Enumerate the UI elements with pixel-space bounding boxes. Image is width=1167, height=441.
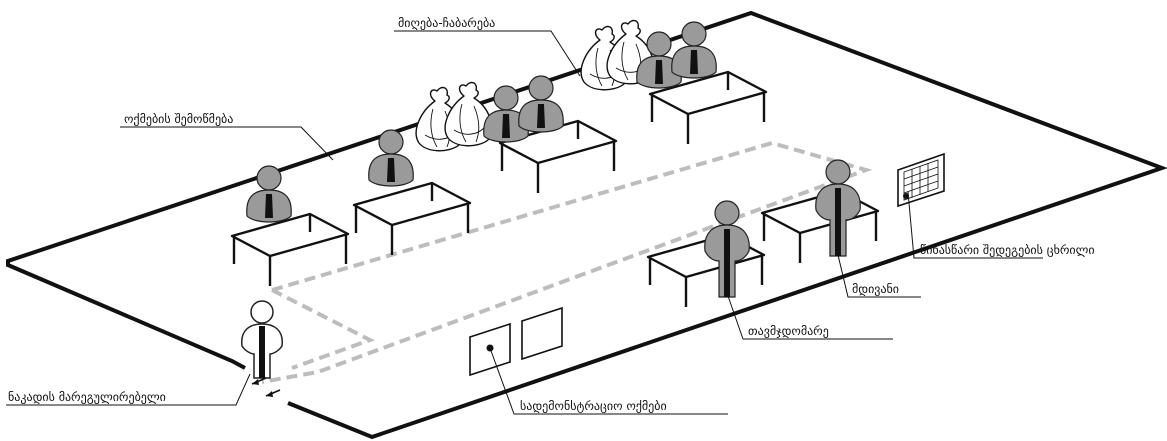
table-ballot-check <box>352 181 472 257</box>
member-back-left <box>246 165 292 223</box>
arrow-icon <box>251 377 281 397</box>
label-demo-protocols: სადემონსტრაციო ოქმები <box>520 399 667 413</box>
leader-demo-protocols <box>489 347 728 415</box>
member-issue-2 <box>671 21 717 79</box>
leader-ballot-check <box>120 126 334 161</box>
marker-demo-protocols <box>486 344 494 352</box>
voter-flow-zone <box>261 140 873 384</box>
label-chairman: თავმჯდომარე <box>748 324 829 338</box>
leader-chairman <box>727 295 893 340</box>
label-ballot-issue: მიღება-ჩაბარება <box>398 16 495 30</box>
label-secretary: მდივანი <box>852 282 899 296</box>
leader-ballot-issue <box>394 30 581 77</box>
label-ballot-check: ოქმების შემოწმება <box>124 112 233 126</box>
label-results-table: წინასწარი შედეგების ცხრილი <box>920 243 1095 257</box>
marker-results-table <box>903 193 909 199</box>
leader-flow-controller <box>6 373 251 406</box>
leader-secretary <box>837 254 921 298</box>
flow-controller-figure <box>241 300 283 379</box>
voter-flow-zone-inner <box>271 288 376 370</box>
member-center-2 <box>518 75 564 133</box>
demo-protocol-board-2 <box>521 306 563 361</box>
leader-results-table <box>907 191 1043 259</box>
table-back-left <box>230 212 350 288</box>
label-flow-controller: ნაკადის მარეგულირებელი <box>8 390 166 404</box>
grid-board-icon <box>897 152 945 208</box>
